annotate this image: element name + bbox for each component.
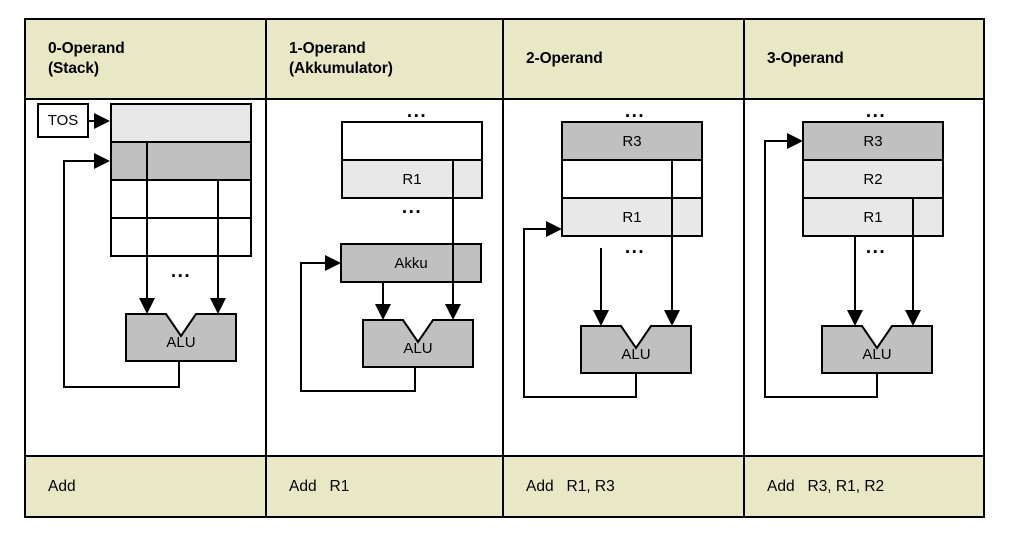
footer-cell-0-operand: Add — [26, 457, 267, 516]
feedback-path-two — [523, 228, 637, 398]
operand-arrowhead-a-three — [847, 310, 863, 326]
three-ellipsis-mid: ... — [866, 237, 886, 258]
stack-ellipsis: ... — [171, 261, 191, 282]
alu-shape-acc — [362, 319, 474, 368]
feedback-arrowhead-stack — [94, 153, 110, 169]
accumulator-box — [340, 243, 482, 283]
feedback-path-acc — [300, 262, 416, 392]
header-text-3: 3-Operand — [745, 49, 844, 69]
reg-cell-r1-acc — [341, 159, 483, 199]
feedback-path-three — [764, 140, 878, 398]
alu-label-three: ALU — [862, 346, 891, 363]
two-operand-diagram: ... R3 R1 ... — [523, 101, 703, 398]
header-line1-1: 1-Operand — [289, 40, 366, 58]
alu-label-acc: ALU — [403, 340, 432, 357]
three-ellipsis-top: ... — [866, 101, 886, 122]
acc-to-alu-arrowhead — [375, 304, 391, 320]
operand-arrowhead-a-stack — [139, 298, 155, 314]
alu-label-stack: ALU — [166, 334, 195, 351]
alu-shape-stack — [125, 313, 237, 362]
feedback-path-stack — [63, 160, 180, 388]
header-line1-3: 3-Operand — [767, 50, 844, 68]
reg-cell-r1-two — [561, 197, 703, 237]
header-text-0: 0-Operand (Stack) — [26, 39, 125, 79]
operand-arrowhead-r1-acc — [445, 304, 461, 320]
header-cell-0-operand: 0-Operand (Stack) — [26, 20, 267, 100]
footer-cell-3-operand: Add R3, R1, R2 — [745, 457, 983, 516]
acc-ellipsis-top: ... — [407, 101, 427, 122]
feedback-arrowhead-three — [787, 133, 803, 149]
two-ellipsis-top: ... — [625, 101, 645, 122]
reg-label-r1-acc: R1 — [402, 171, 421, 188]
header-cell-2-operand: 2-Operand — [504, 20, 745, 100]
instruction-0: Add — [48, 477, 76, 495]
operand-arrowhead-r1-two — [593, 310, 609, 326]
stack-cell-1 — [110, 141, 252, 181]
operand-comparison-table: 0-Operand (Stack) 1-Operand (Akkumulator… — [24, 18, 985, 518]
header-line2-1: (Akkumulator) — [289, 60, 393, 77]
reg-label-r1-three: R1 — [863, 209, 882, 226]
reg-label-r3-two: R3 — [622, 133, 641, 150]
header-line1-0: 0-Operand — [48, 40, 125, 58]
tos-label: TOS — [48, 112, 79, 129]
three-operand-diagram: ... R3 R2 R1 — [764, 101, 944, 398]
stack-diagram: TOS ... — [37, 103, 252, 388]
feedback-arrowhead-acc — [325, 255, 341, 271]
operand-arrowhead-b-stack — [210, 298, 226, 314]
diagram-cell-two-operand: ... R3 R1 ... — [504, 100, 745, 457]
instruction-1: Add R1 — [289, 477, 350, 495]
header-line2-0: (Stack) — [48, 60, 99, 77]
acc-ellipsis-mid: ... — [402, 197, 422, 218]
header-text-2: 2-Operand — [504, 49, 603, 69]
header-cell-1-operand: 1-Operand (Akkumulator) — [267, 20, 504, 100]
stack-cell-0 — [110, 103, 252, 143]
reg-cell-blank-two — [561, 159, 703, 199]
alu-shape-two — [580, 325, 692, 374]
stack-cell-3 — [110, 217, 252, 257]
footer-cell-2-operand: Add R1, R3 — [504, 457, 745, 516]
accumulator-label: Akku — [394, 255, 427, 272]
instruction-3: Add R3, R1, R2 — [767, 477, 885, 495]
reg-cell-r1-three — [802, 197, 944, 237]
instruction-2: Add R1, R3 — [526, 477, 615, 495]
header-line1-2: 2-Operand — [526, 50, 603, 68]
operand-arrowhead-r3-two — [664, 310, 680, 326]
reg-label-r1-two: R1 — [622, 209, 641, 226]
reg-cell-blank-acc — [341, 121, 483, 161]
reg-label-r3-three: R3 — [863, 133, 882, 150]
tos-arrowhead — [94, 113, 110, 129]
operand-arrowhead-b-three — [905, 310, 921, 326]
reg-cell-r3-three — [802, 121, 944, 161]
diagram-cell-accumulator: ... R1 ... Akku — [267, 100, 504, 457]
two-ellipsis-mid: ... — [625, 237, 645, 258]
reg-label-r2-three: R2 — [863, 171, 882, 188]
stack-cell-2 — [110, 179, 252, 219]
diagram-cell-stack: TOS ... — [26, 100, 267, 457]
alu-shape-three — [821, 325, 933, 374]
alu-label-two: ALU — [621, 346, 650, 363]
diagram-cell-three-operand: ... R3 R2 R1 — [745, 100, 983, 457]
accumulator-diagram: ... R1 ... Akku — [300, 101, 483, 392]
feedback-arrowhead-two — [546, 221, 562, 237]
header-text-1: 1-Operand (Akkumulator) — [267, 39, 393, 79]
header-cell-3-operand: 3-Operand — [745, 20, 983, 100]
footer-cell-1-operand: Add R1 — [267, 457, 504, 516]
